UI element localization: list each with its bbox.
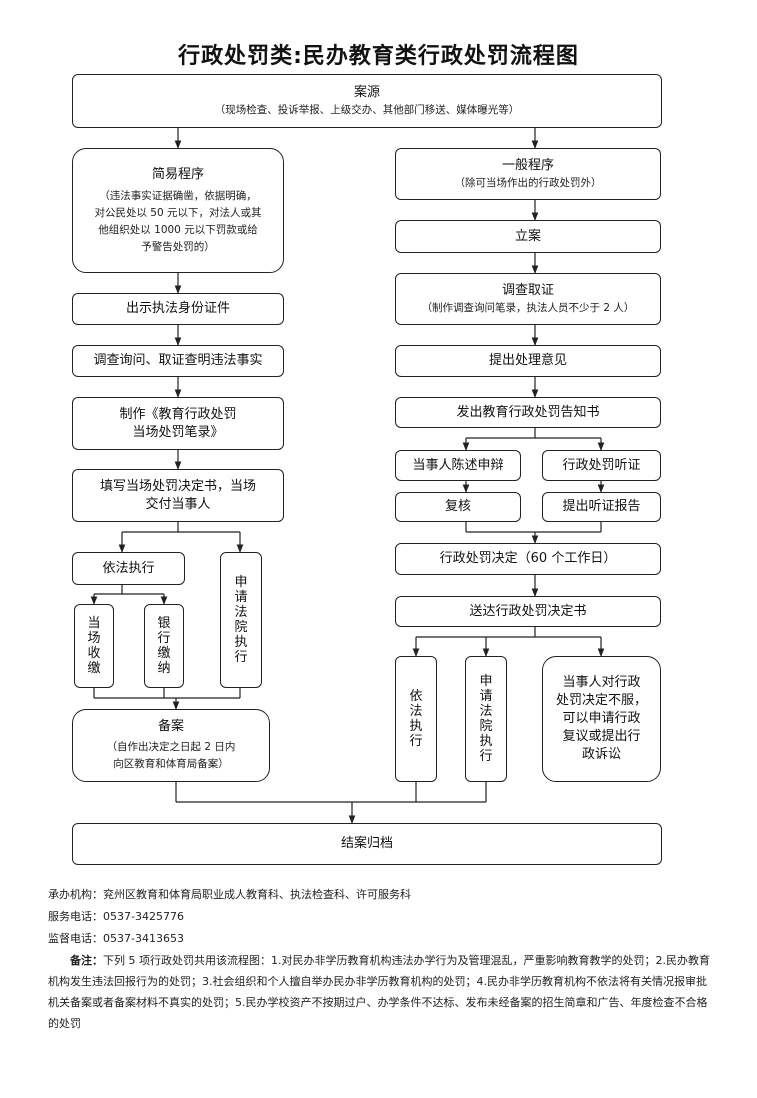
simple-detail-line: （违法事实证据确凿，依据明确， [99,189,257,202]
case-source-box: 案源 （现场检查、投诉举报、上级交办、其他部门移送、媒体曝光等） [72,74,662,128]
decision-box: 行政处罚决定（60 个工作日） [395,543,661,575]
simple-execute-label: 依法执行 [102,560,155,576]
defense-box: 当事人陈述申辩 [395,450,521,481]
footer-service-phone: 服务电话：0537-3425776 [48,910,184,923]
investigate-box: 调查询问、取证查明违法事实 [72,345,284,377]
onsite-decision-line: 交付当事人 [145,496,211,512]
decision-label: 行政处罚决定（60 个工作日） [439,551,617,566]
general-execute-box: 依法执行 [395,656,437,782]
notice-box: 发出教育行政处罚告知书 [395,397,661,428]
appeal-line: 当事人对行政 [562,675,641,690]
evidence-detail: （制作调查询问笔录，执法人员不少于 2 人） [421,301,635,314]
simple-execute-box: 依法执行 [72,552,185,585]
footer-supervise-phone: 监督电话：0537-3413653 [48,932,184,945]
close-case-label: 结案归档 [340,836,393,851]
hearing-label: 行政处罚听证 [562,457,641,473]
deliver-box: 送达行政处罚决定书 [395,596,661,627]
general-procedure-detail: （除可当场作出的行政处罚外） [454,176,602,189]
register-box: 立案 [395,220,661,253]
filing-box: 备案 （自作出决定之日起 2 日内 向区教育和体育局备案） [72,709,270,782]
hearing-report-label: 提出听证报告 [562,499,641,514]
hearing-box: 行政处罚听证 [542,450,661,481]
record-box: 制作《教育行政处罚 当场处罚笔录》 [72,397,284,450]
bank-pay-label: 银行缴纳 [157,616,171,676]
simple-detail-line: 予警告处罚的） [141,240,215,253]
review-box: 复核 [395,492,521,522]
record-line: 制作《教育行政处罚 [119,406,237,422]
filing-title: 备案 [157,719,184,734]
footer-agency: 承办机构：兖州区教育和体育局职业成人教育科、执法检查科、许可服务科 [48,888,411,901]
propose-box: 提出处理意见 [395,345,661,377]
pay-onsite-label: 当场收缴 [87,616,101,676]
case-source-label: 案源 [353,84,380,100]
propose-label: 提出处理意见 [488,353,567,368]
pay-onsite-box: 当场收缴 [74,604,114,688]
case-source-detail: （现场检查、投诉举报、上级交办、其他部门移送、媒体曝光等） [214,103,520,116]
record-line: 当场处罚笔录》 [132,424,224,440]
page-title: 行政处罚类:民办教育类行政处罚流程图 [178,44,579,69]
general-court-exec-box: 申请法院执行 [465,656,507,782]
close-case-box: 结案归档 [72,823,662,865]
evidence-box: 调查取证 （制作调查询问笔录，执法人员不少于 2 人） [395,273,661,325]
investigate-label: 调查询问、取证查明违法事实 [93,353,263,368]
evidence-title: 调查取证 [501,282,554,298]
simple-procedure-title: 简易程序 [151,166,204,182]
appeal-box: 当事人对行政 处罚决定不服， 可以申请行政 复议或提出行 政诉讼 [542,656,661,782]
general-execute-label: 依法执行 [409,689,423,749]
show-id-label: 出示执法身份证件 [125,301,230,316]
footer-note-label: 备注： [70,954,103,967]
appeal-line: 复议或提出行 [562,729,641,744]
general-procedure-title: 一般程序 [501,157,554,173]
filing-line: 向区教育和体育局备案） [113,758,229,770]
register-label: 立案 [514,228,541,244]
show-id-box: 出示执法身份证件 [72,293,284,325]
deliver-label: 送达行政处罚决定书 [469,603,587,619]
appeal-line: 可以申请行政 [562,711,641,726]
onsite-decision-line: 填写当场处罚决定书，当场 [99,478,256,494]
filing-line: （自作出决定之日起 2 日内 [106,741,236,753]
notice-label: 发出教育行政处罚告知书 [456,404,600,420]
simple-court-exec-box: 申请法院执行 [220,552,262,688]
appeal-line: 处罚决定不服， [555,693,647,708]
footer-note: 备注：下列 5 项行政处罚共用该流程图：1.对民办非学历教育机构违法办学行为及管… [48,950,713,1034]
simple-detail-line: 他组织处以 1000 元以下罚款或给 [98,223,258,236]
footer-note-text: 下列 5 项行政处罚共用该流程图：1.对民办非学历教育机构违法办学行为及管理混乱… [48,954,710,1030]
simple-court-exec-label: 申请法院执行 [234,575,248,665]
defense-label: 当事人陈述申辩 [412,457,504,473]
appeal-line: 政诉讼 [581,747,621,762]
bank-pay-box: 银行缴纳 [144,604,184,688]
review-label: 复核 [444,499,471,514]
onsite-decision-box: 填写当场处罚决定书，当场 交付当事人 [72,469,284,522]
general-procedure-box: 一般程序 （除可当场作出的行政处罚外） [395,148,661,200]
hearing-report-box: 提出听证报告 [542,492,661,522]
simple-procedure-box: 简易程序 （违法事实证据确凿，依据明确， 对公民处以 50 元以下，对法人或其 … [72,148,284,273]
general-court-exec-label: 申请法院执行 [479,674,493,764]
simple-detail-line: 对公民处以 50 元以下，对法人或其 [94,206,262,219]
